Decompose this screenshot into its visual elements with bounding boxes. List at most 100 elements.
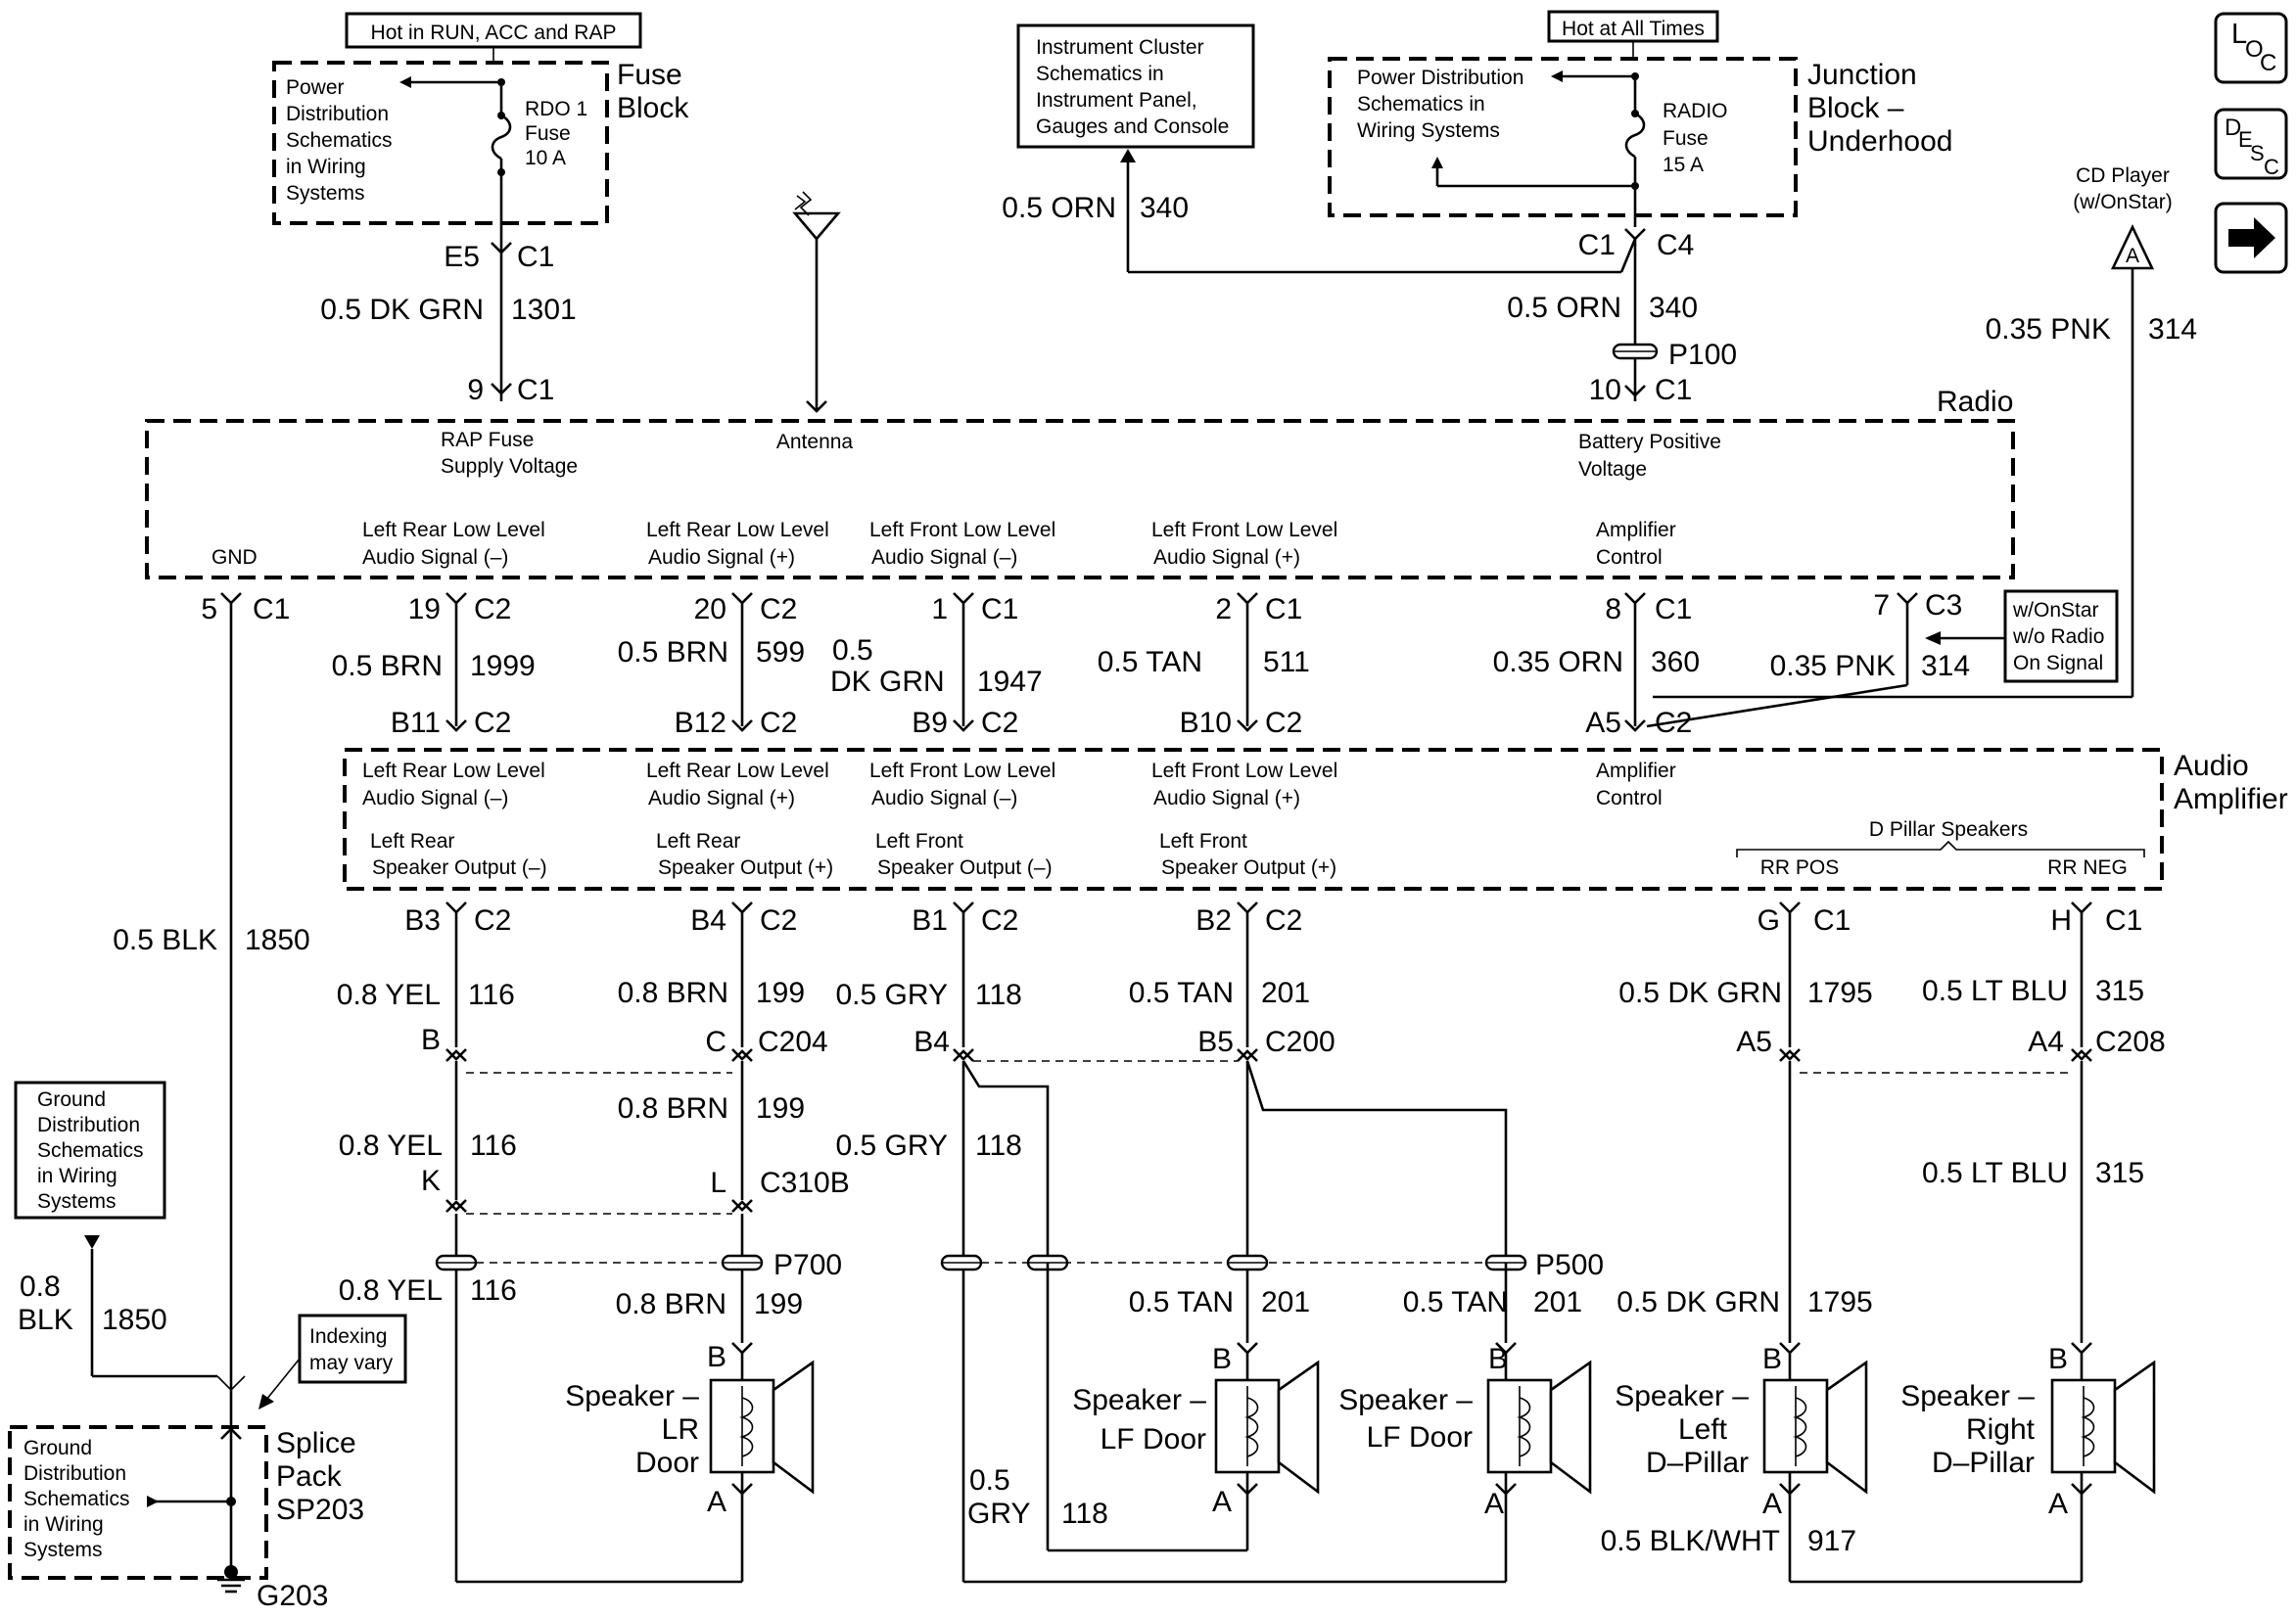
- wire-gauge: 0.35 ORN: [1493, 646, 1623, 678]
- pin-label: B: [1762, 1343, 1782, 1375]
- fuse-block-note: Hot in RUN, ACC and RAP: [371, 22, 617, 44]
- radio-pin-label: Audio Signal (–): [362, 546, 508, 569]
- pin-label: 1: [931, 593, 948, 625]
- amp-pin-label: Audio Signal (–): [362, 787, 508, 809]
- svg-text:E: E: [2238, 127, 2253, 152]
- connector-label: C2: [760, 707, 797, 739]
- ground-label: G203: [257, 1580, 328, 1612]
- indexing-note-line: may vary: [309, 1352, 394, 1374]
- wire-gauge: GRY: [967, 1498, 1030, 1530]
- pin-label: 9: [467, 374, 484, 406]
- indexing-note-box: [298, 1314, 407, 1384]
- fuse-label: 15 A: [1663, 154, 1704, 176]
- connector-label: C2: [1265, 904, 1302, 937]
- wire-gauge: 0.5 DK GRN: [320, 294, 484, 326]
- ground-icon: [217, 1578, 245, 1594]
- ground-ref-line: Distribution: [23, 1462, 126, 1485]
- splice-label: P700: [773, 1249, 842, 1281]
- pin-label: K: [421, 1165, 441, 1197]
- description-icon[interactable]: D E S C: [2214, 108, 2288, 180]
- ground-ref-line: Distribution: [37, 1114, 140, 1136]
- power-ref-line: Power: [286, 76, 345, 99]
- wire-gauge: 0.35 PNK: [1986, 313, 2111, 346]
- wire-circuit: 340: [1140, 192, 1189, 224]
- connector-label: C1: [1655, 374, 1692, 406]
- radio-pin-label: Left Rear Low Level: [646, 519, 829, 541]
- connector-label: C2: [474, 904, 511, 937]
- radio-pin-label: Audio Signal (+): [1153, 546, 1300, 569]
- onstar-note-line: On Signal: [2013, 652, 2103, 674]
- junction-block: [1328, 57, 1798, 217]
- instrument-cluster-ref-box[interactable]: [1016, 23, 1255, 149]
- connector-label: C2: [760, 904, 797, 937]
- pin-label: B10: [1180, 707, 1232, 739]
- wire-circuit: 116: [468, 979, 515, 1011]
- fuse-label: RADIO: [1663, 100, 1728, 122]
- ground-ref-line: in Wiring: [23, 1513, 104, 1536]
- pin-label: B5: [1197, 1026, 1234, 1058]
- speaker-name: LR: [662, 1413, 699, 1446]
- wire-118-branch: [961, 1060, 1050, 1263]
- wire-gauge: 0.5 LT BLU: [1922, 1157, 2068, 1189]
- connector-label: C2: [1655, 707, 1692, 739]
- ground-ref-line: Ground: [23, 1437, 92, 1459]
- cd-player-label: (w/OnStar): [2073, 191, 2173, 213]
- wire-gauge: 0.8 YEL: [339, 1130, 443, 1162]
- pin-label: B: [707, 1341, 726, 1373]
- right-arrow-icon[interactable]: [2214, 202, 2288, 274]
- pin-label: B: [421, 1024, 441, 1056]
- power-ref-line: Systems: [286, 182, 365, 205]
- connector-label: C1: [1578, 229, 1616, 261]
- onstar-note-box: [2003, 589, 2119, 683]
- amp-title: Amplifier: [2174, 783, 2288, 815]
- amp-pin-label: Left Front: [1159, 830, 1247, 853]
- pin-label: C: [705, 1026, 726, 1058]
- connector-label: C3: [1925, 589, 1962, 622]
- radio-pin-label: Left Front Low Level: [869, 519, 1055, 541]
- amp-pin-label: Speaker Output (–): [372, 856, 547, 879]
- wire-circuit: 1795: [1807, 1286, 1873, 1318]
- wire-gauge: 0.35 PNK: [1770, 650, 1896, 682]
- ground-ref-line: Ground: [37, 1088, 106, 1111]
- radio-pin-label: Amplifier: [1596, 519, 1676, 541]
- ground-ref-box[interactable]: [14, 1081, 166, 1220]
- power-ref-line: Distribution: [286, 103, 389, 125]
- wire-circuit: 315: [2095, 1157, 2144, 1189]
- wire-gauge: 0.8 BRN: [616, 1288, 726, 1320]
- pin-label: B11: [391, 707, 441, 739]
- ground-ref-line: in Wiring: [37, 1165, 117, 1187]
- wire-gauge: 0.8 YEL: [337, 979, 441, 1011]
- junction-note-box: [1547, 10, 1719, 43]
- power-ref-line: Schematics: [286, 129, 393, 152]
- speaker-name: Speaker –: [1900, 1380, 2035, 1412]
- speaker-name: Speaker –: [1338, 1384, 1473, 1416]
- amp-pin-label: Left Front Low Level: [869, 760, 1055, 782]
- pin-label: A: [1484, 1488, 1504, 1520]
- wire-gauge: 0.5: [969, 1464, 1010, 1497]
- pin-label: B: [2048, 1343, 2068, 1375]
- wire-circuit: 199: [756, 977, 805, 1009]
- onstar-note-line: w/o Radio: [2012, 625, 2104, 648]
- speaker-lr-door: [709, 1342, 815, 1582]
- fuse-block-title-2: Block: [617, 92, 689, 124]
- pin-label: 19: [408, 593, 441, 625]
- radio-amp-wire-lines: [229, 603, 1909, 1423]
- wire-gauge-part: DK GRN: [830, 666, 945, 698]
- wire-gauge: 0.5 TAN: [1129, 1286, 1234, 1318]
- pin-label: B4: [914, 1026, 950, 1058]
- radio-pin-label: Antenna: [776, 431, 854, 453]
- speaker-name: Right: [1966, 1413, 2036, 1446]
- pin-label: B9: [912, 707, 948, 739]
- wire-circuit: 1850: [102, 1304, 167, 1336]
- ground-point: [224, 1565, 238, 1579]
- amp-out-wire-lines: [454, 912, 2084, 1047]
- speaker-name: LF Door: [1101, 1423, 1206, 1455]
- speaker-name: Speaker –: [1072, 1384, 1206, 1416]
- pin-label: B12: [675, 707, 726, 739]
- pin-label: L: [710, 1167, 726, 1199]
- location-icon[interactable]: L O C: [2214, 12, 2288, 84]
- svg-text:D: D: [2225, 115, 2241, 141]
- splice-pack: [8, 1425, 268, 1580]
- fuse-label: 10 A: [525, 147, 566, 169]
- wire-gauge-part: 0.5: [832, 634, 873, 667]
